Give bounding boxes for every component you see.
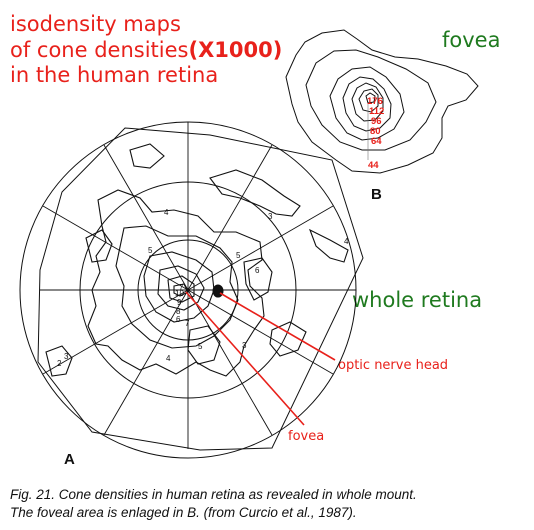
fovea-value-96: 96: [371, 116, 382, 127]
whole-retina-label: whole retina: [352, 288, 483, 312]
fovea-contour-96: [351, 82, 384, 122]
retina-outline: [37, 127, 364, 451]
fovea-pointer-line: [185, 291, 305, 426]
fovea-contour-80: [342, 76, 392, 132]
fovea-value-80: 80: [370, 126, 381, 137]
fovea-panel-label: fovea: [442, 28, 501, 52]
retina-value-5-right: 5: [236, 251, 241, 260]
retina-value-4-bottom: 4: [166, 354, 171, 363]
panel-a-letter: A: [64, 451, 75, 468]
optic-nerve-head-disc: [212, 284, 224, 298]
fovea-contour-64: [329, 66, 405, 141]
caption-line-2: The foveal area is enlaged in B. (from C…: [10, 505, 357, 520]
title-text-2: of cone densities: [10, 38, 189, 62]
title-line-1: isodensity maps: [10, 12, 181, 36]
title-text-3: in the human retina: [10, 63, 219, 87]
retina-value-6-right: 6: [255, 266, 260, 275]
fovea-value-44: 44: [368, 160, 379, 171]
pointer-lines: [185, 291, 336, 426]
retina-value-3-upper-right: 3: [268, 212, 273, 221]
retina-value-9: 9: [177, 298, 182, 307]
retina-density-contours: [45, 143, 349, 377]
retina-value-4-top: 4: [164, 208, 169, 217]
fovea-contour-112: [358, 88, 379, 113]
retina-contour-labels: 4 3 4 5 6 5 5 3 4 2 3 10 9 8 7 6 7: [57, 208, 349, 368]
retina-value-inner-top: 7: [179, 283, 184, 292]
title-line-2: of cone densities(X1000): [10, 38, 282, 62]
fovea-contour-map: [285, 29, 479, 174]
optic-nerve-head-label: optic nerve head: [338, 358, 449, 373]
title-line-3: in the human retina: [10, 63, 218, 87]
retina-value-3-left: 3: [64, 352, 69, 361]
whole-retina-map: [19, 121, 364, 459]
fovea-contour-176: [365, 92, 376, 104]
fovea-contour-labels: 176 112 96 80 64 44: [367, 96, 384, 171]
title-text-1: isodensity maps: [10, 12, 181, 36]
retina-value-6-inner: 7: [185, 319, 190, 328]
panel-b-letter: B: [371, 186, 382, 203]
fovea-value-176: 176: [367, 96, 383, 107]
retina-value-7: 6: [176, 315, 181, 324]
fovea-contour-44: [305, 49, 437, 151]
retina-value-5-left: 5: [148, 246, 153, 255]
retina-value-4-right: 4: [344, 237, 349, 246]
retina-value-2-left: 2: [57, 359, 62, 368]
retina-value-8: 8: [176, 307, 181, 316]
retina-value-5-bottom: 5: [198, 342, 203, 351]
optic-nerve-pointer-line: [219, 292, 336, 361]
fovea-pointer-label: fovea: [288, 429, 325, 444]
figure-caption: Fig. 21. Cone densities in human retina …: [10, 486, 530, 522]
retina-value-10: 10: [175, 289, 184, 298]
title-factor: (X1000): [188, 38, 283, 62]
caption-line-1: Fig. 21. Cone densities in human retina …: [10, 487, 417, 502]
retina-value-3-bottom: 3: [242, 341, 247, 350]
fovea-value-112: 112: [369, 106, 384, 117]
fovea-contour-outer: [285, 29, 479, 174]
fovea-value-64: 64: [371, 136, 382, 147]
retina-grid-spokes: [40, 122, 356, 449]
